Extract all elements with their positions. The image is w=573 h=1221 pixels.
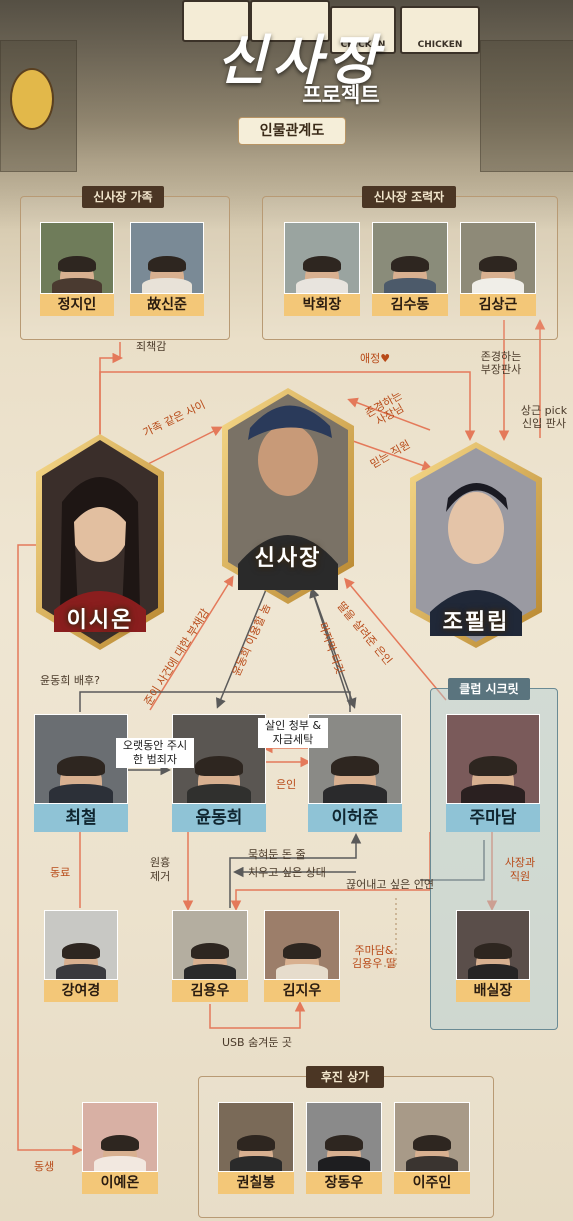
portrait-leejuin [394, 1102, 470, 1172]
name-choicheol: 최철 [34, 804, 128, 832]
portrait-jeongjiin [40, 222, 114, 294]
family-group-label: 신사장 가족 [82, 186, 164, 208]
relation-held-money: 묵혀둔 돈 줄 [248, 848, 306, 861]
name-yoondonghee: 윤동희 [172, 804, 266, 832]
portrait-jangdongwoo [306, 1102, 382, 1172]
relation-yoon-behind: 윤동희 배후? [40, 674, 100, 687]
relation-long-watched: 오랫동안 주시한 범죄자 [116, 738, 194, 768]
portrait-kimjiwoo [264, 910, 340, 980]
name-jangdongwoo: 장동우 [306, 1172, 382, 1194]
name-kwonchilbong: 권칠봉 [218, 1172, 294, 1194]
frame-jopilip [410, 442, 542, 648]
relation-affection: 애정♥ [360, 352, 391, 365]
name-jumadam: 주마담 [446, 804, 540, 832]
background-menu-sign [182, 0, 250, 42]
chicken-sign-text: CHICKEN [340, 40, 386, 50]
portrait-kimsudong [372, 222, 448, 294]
relation-sanggeun-pick: 상근 pick 신입 판사 [520, 404, 568, 430]
portrait-leeyeon [82, 1102, 158, 1172]
relation-guilt: 죄책감 [136, 340, 167, 353]
frame-sinsajang [222, 388, 354, 604]
name-leeheojun: 이허준 [308, 804, 402, 832]
name-kimsanggeun: 김상근 [460, 294, 536, 316]
relation-colleague: 동료 [50, 866, 71, 879]
portrait-kwonchilbong [218, 1102, 294, 1172]
portrait-kimsanggeun [460, 222, 536, 294]
background-chef-logo [10, 68, 54, 130]
page-subtitle: 프로젝트 [302, 83, 380, 107]
background-menu-sign: CHICKEN [400, 6, 480, 54]
name-leejuin: 이주인 [394, 1172, 470, 1194]
frame-ision [36, 434, 164, 650]
name-kimsudong: 김수동 [372, 294, 448, 316]
name-jeongjiin: 정지인 [40, 294, 114, 316]
relation-cut-ties: 끊어내고 싶은 인연 [346, 878, 434, 891]
name-parkhoejang: 박회장 [284, 294, 360, 316]
name-sinsajang: 신사장 [254, 546, 322, 571]
relation-boss-staff: 사장과 직원 [504, 856, 536, 883]
portrait-choicheol [34, 714, 128, 804]
chicken-sign-text: CHICKEN [417, 40, 463, 50]
relation-sister: 동생 [34, 1160, 55, 1173]
club-group-label: 클럽 시크릿 [448, 678, 530, 700]
background-menu-sign: CHICKEN [330, 6, 396, 54]
relation-remove-witness: 원흉 제거 [150, 856, 171, 883]
portrait-kangyeokyung [44, 910, 118, 980]
relation-usb: USB 숨겨둔 곳 [222, 1036, 293, 1049]
shops-group-label: 후진 상가 [306, 1066, 384, 1088]
page-title: 신사장 [216, 28, 384, 92]
name-baesiljang: 배실장 [456, 980, 530, 1002]
portrait-jumadam [446, 714, 540, 804]
portrait-sinjun [130, 222, 204, 294]
name-jopilip: 조필립 [442, 610, 510, 635]
name-kimyongwoo: 김용우 [172, 980, 248, 1002]
helpers-group-label: 신사장 조력자 [362, 186, 456, 208]
name-kangyeokyung: 강여경 [44, 980, 118, 1002]
name-sinjun: 故신준 [130, 294, 204, 316]
relation-murder-laundering: 살인 청부 & 자금세탁 [258, 718, 328, 748]
name-ision: 이시온 [66, 608, 134, 633]
background-window-right [480, 40, 573, 172]
name-kimjiwoo: 김지우 [264, 980, 340, 1002]
relation-want-cleanup: 치우고 싶은 상대 [248, 866, 326, 879]
diagram-label: 인물관계도 [238, 117, 346, 145]
portrait-parkhoejang [284, 222, 360, 294]
background-menu-sign [250, 0, 330, 42]
portrait-kimyongwoo [172, 910, 248, 980]
relation-benefactor: 은인 [276, 778, 297, 791]
portrait-baesiljang [456, 910, 530, 980]
name-leeyeon: 이예온 [82, 1172, 158, 1194]
relation-respected-judge: 존경하는 부장판사 [480, 350, 522, 376]
relation-daughter: 주마담& 김용우 딸 [352, 944, 396, 970]
